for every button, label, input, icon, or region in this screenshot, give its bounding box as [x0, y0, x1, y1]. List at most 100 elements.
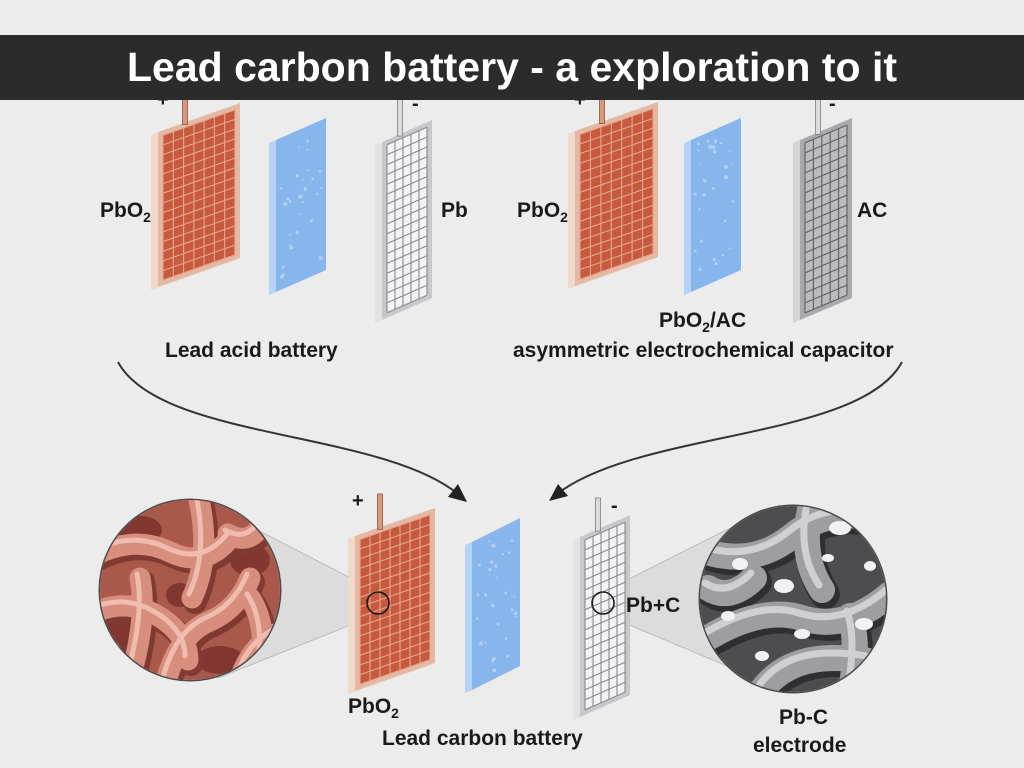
grid-line	[386, 146, 428, 166]
separator-speckle	[309, 219, 313, 223]
electrode-caption-line2: electrode	[753, 734, 846, 757]
separator-speckle	[502, 553, 505, 556]
grid-line	[804, 284, 848, 304]
separator-speckle	[699, 162, 702, 165]
grid-line	[162, 215, 236, 243]
grid-line	[162, 205, 236, 233]
grid-line	[162, 157, 236, 185]
grid-line	[584, 681, 626, 701]
separator-speckle	[697, 149, 700, 152]
separator-speckle	[699, 239, 704, 243]
lead-carbon-separator	[465, 518, 520, 693]
separator-speckle	[476, 617, 479, 620]
separator-speckle	[306, 148, 309, 151]
grid-line	[579, 166, 654, 193]
label-subscript: 2	[560, 209, 568, 225]
grid-line	[584, 561, 626, 581]
grid-line	[359, 601, 431, 627]
grid-line	[386, 205, 428, 225]
label-base: PbO	[100, 199, 143, 222]
magnify-marker-right	[591, 591, 615, 615]
grid-line	[584, 591, 626, 611]
grid-line	[804, 154, 848, 174]
sem-structure-highlight	[700, 585, 886, 641]
lead-acid-negative-sign: -	[412, 93, 419, 115]
grid-line	[386, 176, 428, 195]
grid-line	[579, 156, 654, 184]
grid-line	[579, 137, 654, 164]
grid-line	[584, 631, 626, 651]
grid-line	[162, 254, 236, 281]
grid-line	[579, 204, 654, 232]
grid-line	[804, 194, 848, 214]
lead-acid-negative-plate	[375, 97, 432, 323]
separator-speckle	[288, 243, 291, 246]
label-subscript: 2	[702, 319, 710, 335]
grid-line	[579, 175, 654, 203]
separator-speckle	[731, 162, 734, 165]
separator-speckle	[488, 540, 491, 543]
grid-line	[386, 185, 428, 205]
grid-line	[359, 610, 431, 637]
grid-line	[584, 571, 626, 591]
separator-speckle	[299, 212, 302, 215]
sem-image-pb-c-drawing	[700, 506, 886, 692]
grid-line	[584, 691, 626, 711]
capacitor-caption: asymmetric electrochemical capacitor	[513, 339, 894, 362]
separator-sheet	[276, 118, 326, 292]
lead-carbon-negative-plate	[573, 497, 630, 720]
plate-side-edge	[568, 131, 575, 289]
grid-line	[804, 214, 848, 234]
plate-bottom-edge	[348, 663, 435, 694]
grid-line	[804, 164, 848, 184]
separator-speckle	[280, 274, 285, 279]
sem-lead-particle	[732, 558, 748, 570]
grid-line	[359, 649, 431, 676]
grid-line	[162, 118, 236, 146]
separator-speckle	[712, 149, 717, 154]
grid-line	[386, 294, 428, 314]
sem-fiber-highlight	[100, 599, 188, 659]
grid-line	[804, 254, 848, 274]
separator-speckle	[492, 656, 496, 661]
separator-speckle	[507, 551, 511, 554]
separator-speckle	[295, 173, 300, 178]
lead-acid-positive-plate	[151, 85, 240, 290]
separator-speckle	[719, 141, 723, 145]
lead-carbon-positive-sign: +	[352, 490, 364, 512]
arrow-left-curve	[117, 361, 459, 495]
grid-line	[359, 562, 431, 589]
grid-line	[804, 224, 848, 244]
grid-line	[386, 255, 428, 274]
grid-line	[359, 581, 431, 608]
separator-speckle	[295, 231, 299, 235]
separator-speckle	[476, 593, 480, 597]
grid-line	[584, 551, 626, 571]
terminal-post	[815, 97, 821, 135]
separator-speckle	[712, 186, 715, 190]
grid-line	[584, 641, 626, 661]
separator-sheet	[472, 518, 520, 690]
separator-speckle	[702, 193, 706, 197]
magnify-marker-left	[366, 591, 390, 615]
separator-speckle	[286, 197, 290, 201]
lead-carbon-caption: Lead carbon battery	[382, 727, 583, 750]
separator-speckle	[318, 170, 322, 173]
separator-speckle	[694, 249, 697, 253]
separator-speckle	[494, 564, 498, 568]
plate-side-edge	[348, 536, 355, 694]
plate-grid-face	[360, 514, 430, 685]
separator-speckle	[514, 615, 517, 618]
sem-structure-highlight	[701, 569, 755, 592]
grid-line	[584, 611, 626, 631]
grid-line	[386, 195, 428, 215]
separator-speckle	[723, 219, 727, 223]
grid-line	[579, 146, 654, 174]
separator-speckle	[302, 200, 305, 204]
separator-speckle	[504, 637, 508, 640]
label-base: PbO	[517, 199, 560, 222]
sem-lead-particle	[829, 521, 851, 535]
grid-line	[584, 661, 626, 681]
label-subscript: 2	[143, 209, 151, 225]
grid-line	[579, 253, 654, 280]
